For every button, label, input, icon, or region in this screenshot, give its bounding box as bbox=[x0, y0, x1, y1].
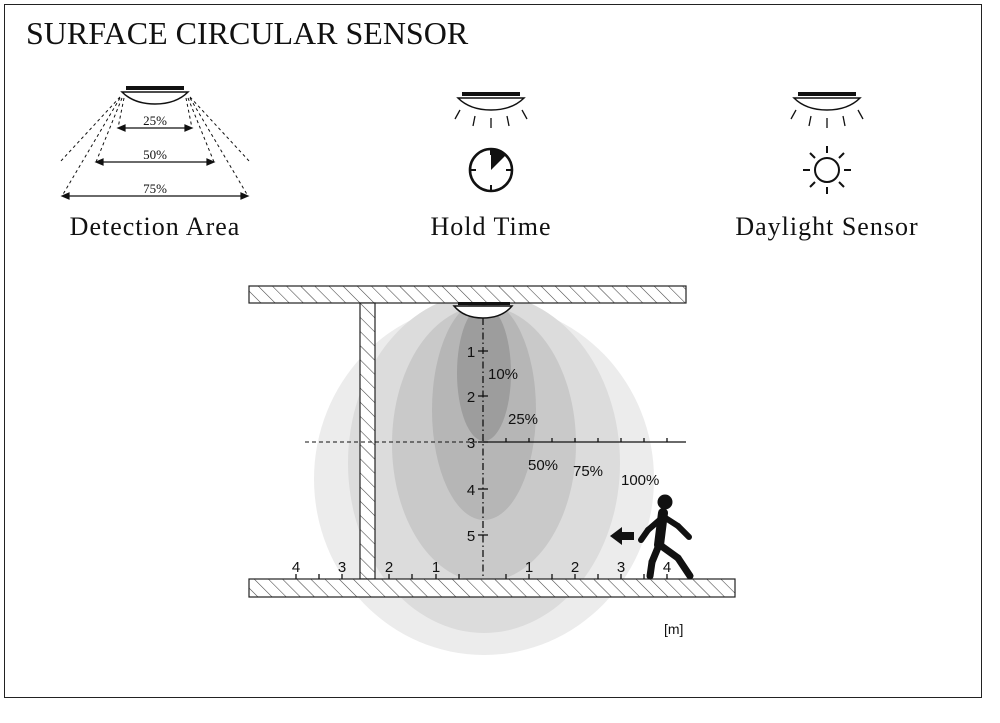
vertical-tick-1: 1 bbox=[467, 344, 475, 361]
arrow-left-icon bbox=[610, 527, 634, 545]
zone-label-100: 100% bbox=[621, 472, 659, 489]
vertical-tick-2: 2 bbox=[467, 389, 475, 406]
wall bbox=[359, 302, 376, 580]
floor-tick-right-1: 1 bbox=[525, 559, 533, 576]
floor-tick-left-3: 3 bbox=[338, 559, 346, 576]
floor bbox=[248, 578, 736, 598]
zone-10 bbox=[457, 305, 511, 441]
lamp-icon bbox=[454, 92, 528, 128]
feature-label-detection-area: Detection Area bbox=[70, 212, 241, 241]
floor-tick-left-4: 4 bbox=[292, 559, 300, 576]
walking-person-icon bbox=[638, 494, 694, 580]
floor-tick-right-2: 2 bbox=[571, 559, 579, 576]
floor-tick-right-4: 4 bbox=[663, 559, 671, 576]
floor-tick-left-1: 1 bbox=[432, 559, 440, 576]
range-label-50: 50% bbox=[143, 147, 167, 162]
zone-label-50: 50% bbox=[528, 457, 558, 474]
clock-icon bbox=[468, 147, 514, 193]
vertical-tick-5: 5 bbox=[467, 528, 475, 545]
diagram-frame bbox=[4, 4, 982, 698]
unit-label: [m] bbox=[664, 621, 683, 637]
feature-label-daylight-sensor: Daylight Sensor bbox=[735, 212, 918, 241]
range-label-75: 75% bbox=[143, 181, 167, 196]
zone-label-10: 10% bbox=[488, 366, 518, 383]
lamp-icon bbox=[790, 92, 864, 128]
page-title: SURFACE CIRCULAR SENSOR bbox=[26, 15, 469, 51]
sun-icon bbox=[803, 146, 851, 194]
ceiling bbox=[248, 285, 687, 304]
detection-zones bbox=[314, 293, 654, 655]
zone-label-75: 75% bbox=[573, 463, 603, 480]
vertical-tick-4: 4 bbox=[467, 482, 475, 499]
detection-area-icon bbox=[59, 86, 251, 200]
floor-tick-left-2: 2 bbox=[385, 559, 393, 576]
feature-label-hold-time: Hold Time bbox=[431, 212, 552, 241]
zone-label-25: 25% bbox=[508, 411, 538, 428]
floor-tick-right-3: 3 bbox=[617, 559, 625, 576]
vertical-tick-3: 3 bbox=[467, 435, 475, 452]
range-label-25: 25% bbox=[143, 113, 167, 128]
